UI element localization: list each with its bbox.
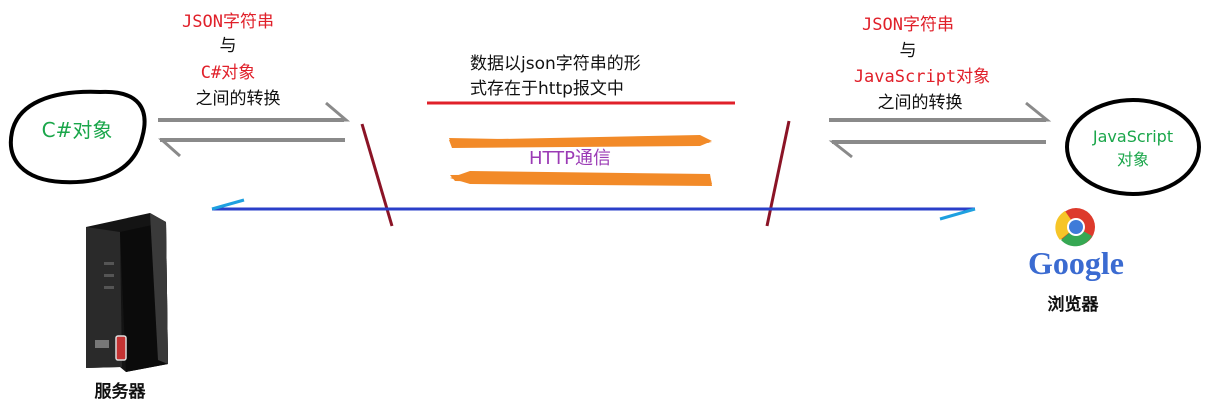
- channel-left-tick: [211, 198, 245, 211]
- center-note-line1: 数据以json字符串的形: [470, 54, 641, 74]
- right-convert-arrows: [828, 101, 1052, 159]
- browser-label: 浏览器: [1047, 295, 1099, 315]
- right-note-line3: JavaScript对象: [853, 67, 991, 87]
- left-note-line2: 与: [219, 36, 237, 56]
- left-divider: [360, 123, 394, 227]
- right-object-line2: 对象: [1116, 150, 1149, 169]
- right-object-ellipse: [1065, 98, 1201, 196]
- server-icon: [86, 213, 168, 372]
- left-note-line4: 之间的转换: [195, 89, 281, 109]
- left-object-label: C#对象: [41, 118, 113, 142]
- right-note-line2: 与: [899, 41, 917, 61]
- left-convert-arrows: [158, 101, 351, 158]
- right-object-line1: JavaScript: [1092, 127, 1174, 146]
- chrome-icon: [1055, 208, 1095, 247]
- google-logo: Google: [1028, 245, 1124, 281]
- left-note-line3: C#对象: [200, 63, 256, 83]
- server-label: 服务器: [94, 382, 146, 402]
- channel-right-tick: [939, 207, 976, 221]
- http-label: HTTP通信: [528, 148, 612, 169]
- left-object-ellipse: [8, 89, 147, 185]
- http-arrows: [449, 135, 712, 186]
- left-note-line1: JSON字符串: [182, 12, 274, 32]
- center-note-line2: 式存在于http报文中: [470, 79, 624, 99]
- right-note-line1: JSON字符串: [862, 15, 954, 35]
- right-note-line4: 之间的转换: [877, 93, 963, 113]
